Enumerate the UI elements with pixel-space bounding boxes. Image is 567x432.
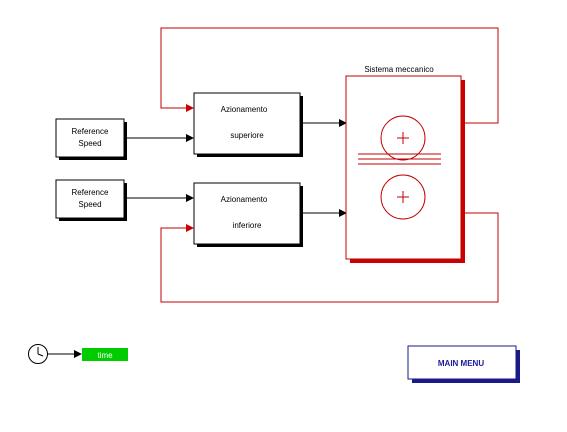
mech-title: Sistema meccanico bbox=[364, 65, 434, 74]
ref-speed-top-label-2: Speed bbox=[78, 139, 101, 148]
sistema-meccanico-block[interactable]: Sistema meccanico bbox=[345, 65, 465, 263]
main-menu-label: MAIN MENU bbox=[438, 359, 484, 368]
feedback-loop-top bbox=[160, 27, 499, 124]
strip-lines bbox=[358, 153, 441, 165]
az-sup-label-1: Azionamento bbox=[221, 105, 268, 114]
az-inf-label-1: Azionamento bbox=[221, 195, 268, 204]
time-block[interactable]: time bbox=[82, 348, 128, 361]
feedback-loop-bottom bbox=[160, 212, 499, 303]
az-inf-label-2: inferiore bbox=[233, 221, 262, 230]
ref-speed-bottom-label-1: Reference bbox=[72, 188, 109, 197]
reference-speed-block-bottom[interactable]: Reference Speed bbox=[55, 179, 127, 221]
clock-icon[interactable] bbox=[28, 344, 48, 364]
ref-speed-top-label-1: Reference bbox=[72, 127, 109, 136]
lower-roller-icon bbox=[380, 174, 426, 220]
azionamento-superiore-block[interactable]: Azionamento superiore bbox=[193, 92, 303, 157]
azionamento-inferiore-block[interactable]: Azionamento inferiore bbox=[193, 182, 303, 247]
reference-speed-block-top[interactable]: Reference Speed bbox=[55, 118, 127, 160]
ref-speed-bottom-label-2: Speed bbox=[78, 200, 101, 209]
upper-roller-icon bbox=[380, 115, 426, 161]
main-menu-button[interactable]: MAIN MENU bbox=[407, 345, 520, 383]
time-label: time bbox=[97, 351, 113, 360]
az-sup-label-2: superiore bbox=[230, 131, 264, 140]
